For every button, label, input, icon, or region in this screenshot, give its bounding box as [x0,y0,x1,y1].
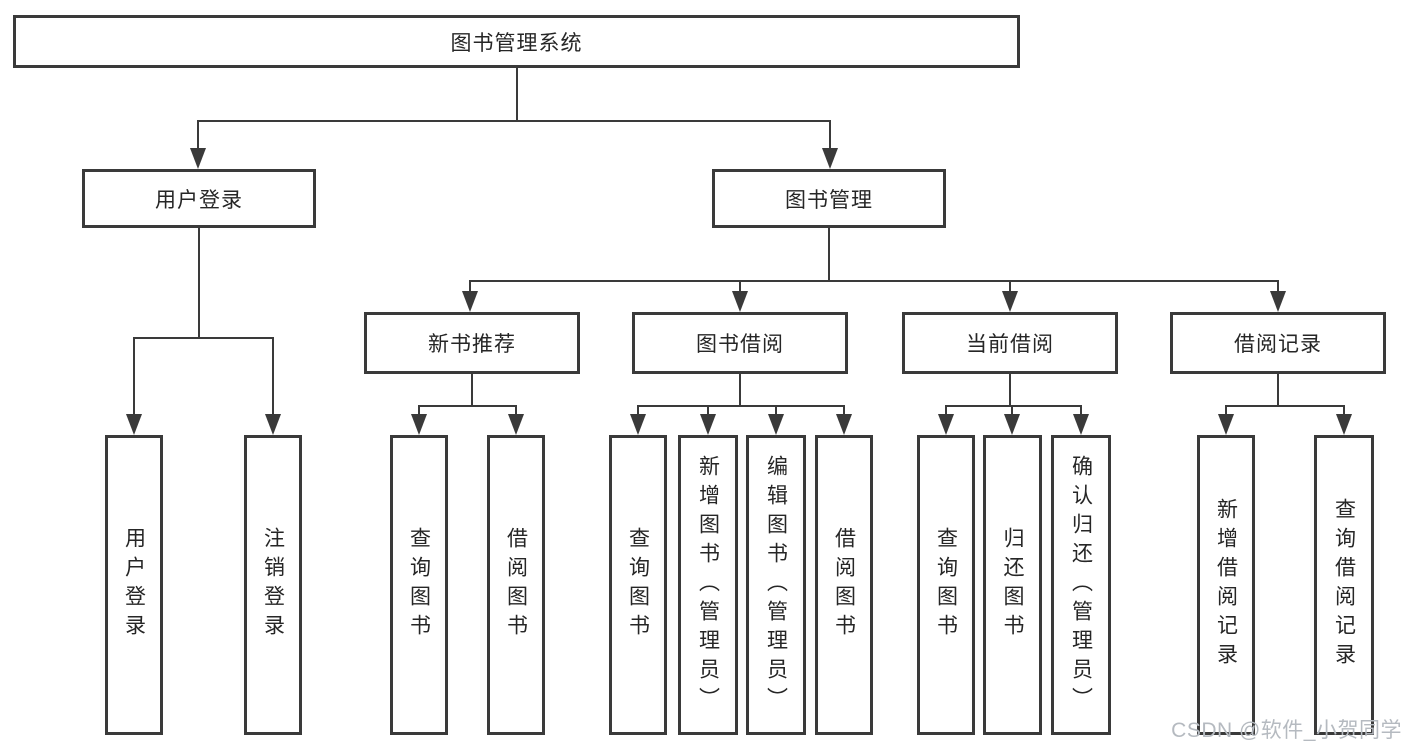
connector-vline [1009,280,1011,294]
node-book-management: 图书管理 [712,169,946,228]
arrowhead-down-icon [1004,414,1020,435]
node-current-borrow-label: 当前借阅 [966,333,1054,356]
connector-vline [1011,405,1013,417]
connector-vline [1225,405,1227,417]
leaf-confirm-return-admin: 确认归还（管理员） [1051,435,1111,735]
arrowhead-down-icon [836,414,852,435]
connector-vline [1277,280,1279,294]
node-root-system: 图书管理系统 [13,15,1020,68]
connector-vline [418,405,420,417]
arrowhead-down-icon [1073,414,1089,435]
leaf-edit-book-admin-label: 编辑图书（管理员） [764,454,788,716]
arrowhead-down-icon [411,414,427,435]
connector-vline [945,405,947,417]
leaf-borrow-books-label: 借阅图书 [832,527,856,643]
leaf-borrow-books: 借阅图书 [815,435,873,735]
connector-hline [637,405,845,407]
connector-vline [1080,405,1082,417]
connector-vline [133,337,135,417]
connector-hline [418,405,517,407]
arrowhead-down-icon [732,291,748,312]
arrowhead-down-icon [1002,291,1018,312]
connector-hline [197,120,831,122]
leaf-logout: 注销登录 [244,435,302,735]
arrowhead-down-icon [508,414,524,435]
connector-hline [469,280,1279,282]
leaf-query-books-recommend: 查询图书 [390,435,448,735]
connector-vline [469,280,471,294]
arrowhead-down-icon [1218,414,1234,435]
connector-hline [133,337,273,339]
arrowhead-down-icon [265,414,281,435]
connector-vline [828,228,830,282]
connector-vline [843,405,845,417]
node-new-book-recommend: 新书推荐 [364,312,580,374]
arrowhead-down-icon [126,414,142,435]
leaf-query-books-borrow: 查询图书 [609,435,667,735]
arrowhead-down-icon [822,148,838,169]
arrowhead-down-icon [768,414,784,435]
arrowhead-down-icon [1336,414,1352,435]
arrowhead-down-icon [462,291,478,312]
watermark: CSDN @软件_小贺同学 [1171,719,1402,742]
node-book-borrow: 图书借阅 [632,312,848,374]
connector-vline [516,68,518,120]
connector-vline [1277,374,1279,405]
connector-vline [1009,374,1011,405]
leaf-query-books-recommend-label: 查询图书 [407,527,431,643]
connector-vline [637,405,639,417]
arrowhead-down-icon [700,414,716,435]
node-borrow-records-label: 借阅记录 [1234,333,1322,356]
connector-vline [707,405,709,417]
node-book-borrow-label: 图书借阅 [696,333,784,356]
connector-vline [197,120,199,152]
leaf-edit-book-admin: 编辑图书（管理员） [746,435,806,735]
leaf-user-login: 用户登录 [105,435,163,735]
leaf-logout-label: 注销登录 [261,527,285,643]
leaf-query-books-current-label: 查询图书 [934,527,958,643]
connector-vline [198,228,200,337]
arrowhead-down-icon [938,414,954,435]
node-current-borrow: 当前借阅 [902,312,1118,374]
node-borrow-records: 借阅记录 [1170,312,1386,374]
leaf-return-book-label: 归还图书 [1001,527,1024,643]
connector-vline [739,374,741,405]
leaf-confirm-return-admin-label: 确认归还（管理员） [1069,454,1093,716]
leaf-add-book-admin: 新增图书（管理员） [678,435,738,735]
leaf-add-borrow-record: 新增借阅记录 [1197,435,1255,735]
leaf-query-books-current: 查询图书 [917,435,975,735]
leaf-query-borrow-record-label: 查询借阅记录 [1332,498,1356,672]
arrowhead-down-icon [1270,291,1286,312]
arrowhead-down-icon [630,414,646,435]
connector-vline [829,120,831,152]
connector-vline [775,405,777,417]
connector-vline [739,280,741,294]
node-root-label: 图书管理系统 [450,31,583,55]
connector-hline [1225,405,1345,407]
leaf-add-book-admin-label: 新增图书（管理员） [696,454,720,716]
arrowhead-down-icon [190,148,206,169]
node-book-management-label: 图书管理 [785,188,873,212]
connector-hline [945,405,1082,407]
node-user-login-label: 用户登录 [155,188,243,212]
leaf-add-borrow-record-label: 新增借阅记录 [1214,498,1238,672]
leaf-borrow-books-recommend: 借阅图书 [487,435,545,735]
leaf-query-borrow-record: 查询借阅记录 [1314,435,1374,735]
connector-vline [471,374,473,405]
node-user-login: 用户登录 [82,169,316,228]
connector-vline [515,405,517,417]
leaf-user-login-label: 用户登录 [122,527,146,643]
leaf-query-books-borrow-label: 查询图书 [626,527,650,643]
connector-vline [272,337,274,417]
node-new-book-recommend-label: 新书推荐 [428,333,516,356]
leaf-borrow-books-recommend-label: 借阅图书 [504,527,528,643]
connector-vline [1343,405,1345,417]
leaf-return-book: 归还图书 [983,435,1042,735]
